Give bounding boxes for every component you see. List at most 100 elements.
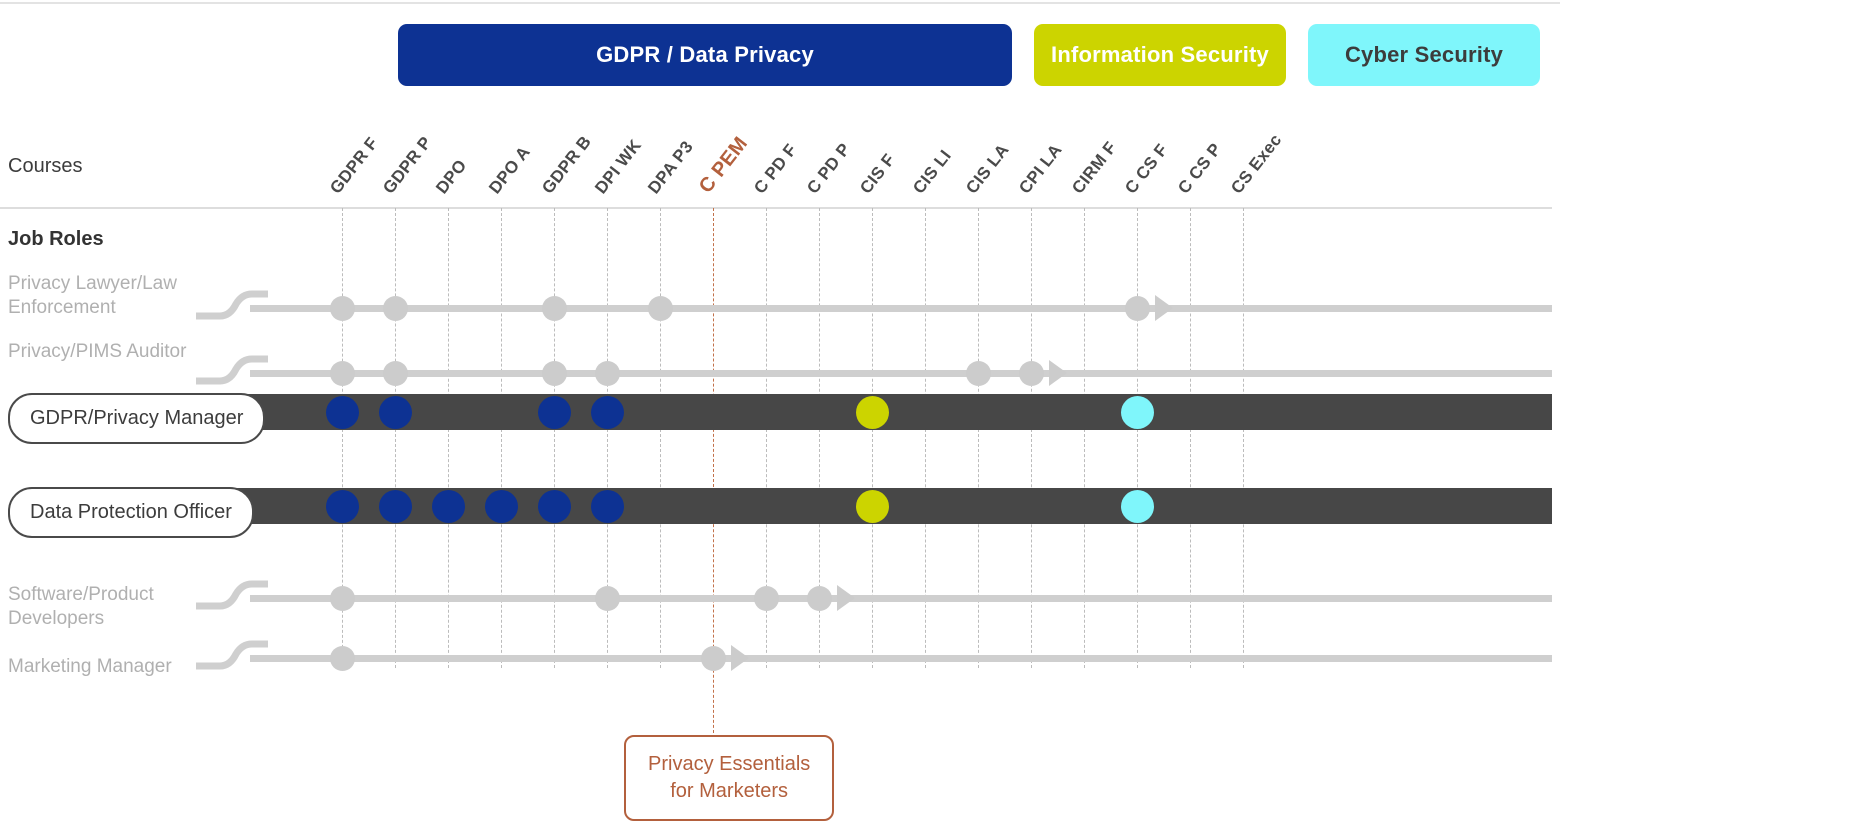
course-node-grey[interactable] <box>1124 295 1150 321</box>
job-role-label: Software/Product Developers <box>8 584 154 629</box>
course-label[interactable]: CIRM F <box>1068 138 1121 198</box>
course-column-9: C PD P <box>803 120 854 198</box>
track-arrow-icon <box>1155 295 1173 321</box>
course-label[interactable]: GDPR B <box>538 132 596 198</box>
course-column-4: GDPR B <box>538 120 595 198</box>
course-node-cyan[interactable] <box>1120 395 1154 429</box>
tab-information-security[interactable]: Information Security <box>1034 24 1286 86</box>
course-node-grey[interactable] <box>1018 360 1044 386</box>
job-role-label: Marketing Manager <box>8 656 172 677</box>
course-node-grey[interactable] <box>647 295 673 321</box>
header-divider <box>0 207 1552 209</box>
course-node-blue[interactable] <box>537 489 571 523</box>
course-label[interactable]: CS Exec <box>1227 130 1286 198</box>
tab-gdpr-data-privacy[interactable]: GDPR / Data Privacy <box>398 24 1012 86</box>
course-node-grey[interactable] <box>541 295 567 321</box>
course-node-grey[interactable] <box>700 645 726 671</box>
job-role-track <box>250 655 1552 662</box>
course-node-blue[interactable] <box>484 489 518 523</box>
job-role-label[interactable]: Data Protection Officer <box>8 487 254 538</box>
course-label[interactable]: DPI WK <box>591 135 646 198</box>
course-label[interactable]: DPO A <box>485 142 534 198</box>
job-role-track <box>236 394 1552 430</box>
course-column-10: CIS F <box>856 120 899 198</box>
callout-privacy-essentials: Privacy Essentials for Marketers <box>624 735 835 821</box>
course-label[interactable]: C CS F <box>1121 140 1172 198</box>
job-role-track <box>250 305 1552 312</box>
course-column-6: DPA P3 <box>644 120 697 198</box>
track-arrow-icon <box>731 645 749 671</box>
course-node-blue[interactable] <box>590 489 624 523</box>
tab-cyber-security[interactable]: Cyber Security <box>1308 24 1540 86</box>
course-label[interactable]: C PEM <box>694 132 753 198</box>
course-column-16: C CS P <box>1174 120 1225 198</box>
course-node-blue[interactable] <box>378 395 412 429</box>
job-role-label[interactable]: GDPR/Privacy Manager <box>8 393 266 444</box>
course-guideline <box>342 208 343 668</box>
course-node-blue[interactable] <box>325 395 359 429</box>
course-guideline <box>607 208 608 668</box>
course-node-grey[interactable] <box>594 360 620 386</box>
course-column-8: C PD F <box>750 120 800 198</box>
course-node-grey[interactable] <box>382 295 408 321</box>
course-node-grey[interactable] <box>329 295 355 321</box>
top-divider <box>0 2 1560 4</box>
course-node-grey[interactable] <box>541 360 567 386</box>
course-label[interactable]: C PD P <box>803 139 855 198</box>
course-guideline <box>766 208 767 668</box>
course-node-grey[interactable] <box>806 585 832 611</box>
category-tabs: GDPR / Data Privacy Information Security… <box>398 24 1540 86</box>
course-node-grey[interactable] <box>329 360 355 386</box>
course-guideline <box>448 208 449 668</box>
job-role-track <box>250 595 1552 602</box>
job-role-label: Privacy/PIMS Auditor <box>8 341 187 362</box>
track-arrow-icon <box>1049 360 1067 386</box>
course-guideline <box>501 208 502 668</box>
course-node-grey[interactable] <box>329 645 355 671</box>
course-guideline <box>660 208 661 668</box>
course-label[interactable]: DPA P3 <box>644 137 697 198</box>
course-label[interactable]: CIS F <box>856 150 899 198</box>
course-label[interactable]: DPO <box>432 155 471 198</box>
course-node-blue[interactable] <box>378 489 412 523</box>
course-guideline <box>713 208 714 748</box>
job-roles-heading: Job Roles <box>8 228 104 250</box>
course-guideline <box>1084 208 1085 668</box>
course-column-14: CIRM F <box>1068 120 1120 198</box>
course-node-grey[interactable] <box>594 585 620 611</box>
course-node-grey[interactable] <box>382 360 408 386</box>
track-lead-in <box>196 286 268 320</box>
course-guideline <box>395 208 396 668</box>
course-node-blue[interactable] <box>325 489 359 523</box>
course-guideline <box>1031 208 1032 668</box>
course-guideline <box>819 208 820 668</box>
course-guideline <box>1190 208 1191 668</box>
course-node-grey[interactable] <box>753 585 779 611</box>
course-label[interactable]: GDPR F <box>326 133 382 198</box>
course-label[interactable]: CIS LI <box>909 146 955 198</box>
course-node-blue[interactable] <box>431 489 465 523</box>
course-column-13: CPI LA <box>1015 120 1065 198</box>
course-column-15: C CS F <box>1121 120 1171 198</box>
course-node-cyan[interactable] <box>1120 489 1154 523</box>
course-guideline <box>925 208 926 668</box>
course-node-grey[interactable] <box>965 360 991 386</box>
course-column-17: CS Exec <box>1227 120 1285 198</box>
course-label[interactable]: CIS LA <box>962 140 1013 198</box>
course-guideline <box>1243 208 1244 668</box>
course-label[interactable]: GDPR P <box>379 132 436 198</box>
course-node-grey[interactable] <box>329 585 355 611</box>
track-arrow-icon <box>837 585 855 611</box>
course-label[interactable]: C CS P <box>1174 139 1226 198</box>
course-node-lime[interactable] <box>855 489 889 523</box>
track-lead-in <box>196 351 268 385</box>
course-node-blue[interactable] <box>590 395 624 429</box>
course-node-lime[interactable] <box>855 395 889 429</box>
course-column-0: GDPR F <box>326 120 382 198</box>
course-column-1: GDPR P <box>379 120 435 198</box>
course-guideline <box>1137 208 1138 668</box>
course-label[interactable]: CPI LA <box>1015 140 1066 198</box>
course-label[interactable]: C PD F <box>750 140 801 198</box>
course-node-blue[interactable] <box>537 395 571 429</box>
